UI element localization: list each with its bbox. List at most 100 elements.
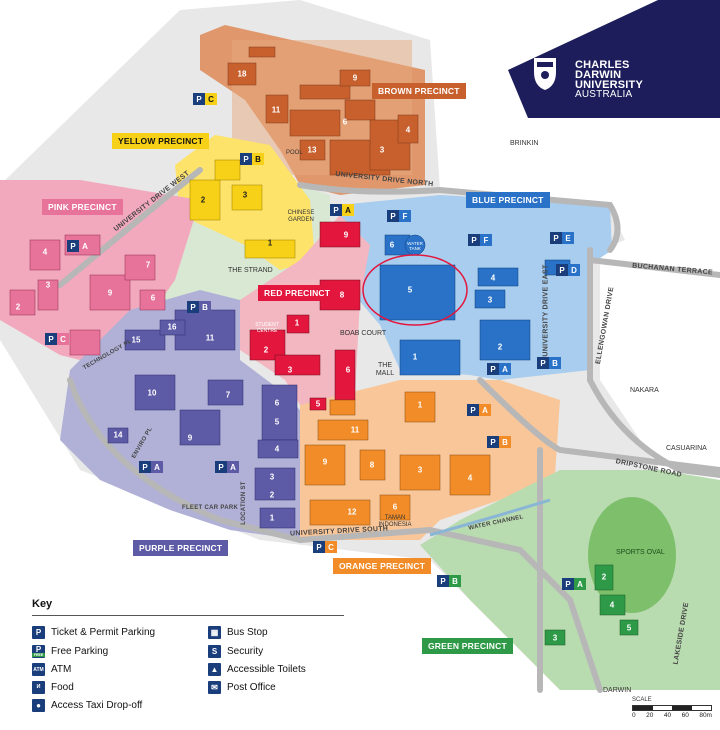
parking-icon: P [67, 240, 79, 252]
parking-icon: P [330, 204, 342, 216]
building-number: 8 [339, 290, 345, 300]
building-number: 8 [369, 460, 375, 470]
red-precinct-label: RED PRECINCT [258, 285, 337, 301]
building-number: 9 [343, 230, 349, 240]
building-number: 6 [389, 240, 395, 250]
parking-icon: P [487, 436, 499, 448]
zone-b-tag-orange: B [499, 436, 511, 448]
zone-b-tag: B [252, 153, 264, 165]
scale-bar: SCALE 0 20 40 60 80m [632, 697, 712, 719]
scale-tick: 40 [663, 712, 672, 719]
building-number: 1 [269, 513, 275, 523]
building-number: 3 [487, 295, 493, 305]
key-item-ticket-parking: P Ticket & Permit Parking [32, 626, 155, 639]
pink-precinct-zone [0, 180, 200, 365]
key-label: Accessible Toilets [227, 664, 306, 675]
building-number: 3 [417, 465, 423, 475]
zone-a-tag-purple-2: A [227, 461, 239, 473]
zone-a-tag-pink: A [79, 240, 91, 252]
building-number: 9 [352, 73, 358, 83]
zone-a-tag: A [342, 204, 354, 216]
orange-buildings [304, 391, 491, 526]
building-number: 3 [287, 365, 293, 375]
building-number: 7 [225, 390, 231, 400]
building-number: 1 [412, 352, 418, 362]
building-number: 9 [187, 433, 193, 443]
building-number: 3 [45, 280, 51, 290]
building-number: 2 [269, 490, 275, 500]
building-number: 1 [294, 318, 300, 328]
cdu-logo: CHARLES DARWIN UNIVERSITY AUSTRALIA [508, 0, 720, 118]
parking-icon: P [467, 404, 479, 416]
building-number: 11 [271, 105, 281, 115]
bus-icon: ▦ [208, 626, 221, 639]
key-divider [32, 615, 344, 616]
key-label: Security [227, 646, 264, 657]
building-number: 6 [150, 293, 156, 303]
building-number: 3 [552, 633, 558, 643]
building-number: 16 [167, 322, 177, 332]
parking-icon: P [32, 626, 45, 639]
place-brinkin: BRINKIN [510, 140, 539, 147]
key-label: Bus Stop [227, 627, 268, 638]
scale-title: SCALE [632, 697, 652, 703]
roads [57, 167, 720, 693]
parking-icon: P [437, 575, 449, 587]
place-darwin: DARWIN [603, 687, 632, 694]
zone-b-tag-blue: B [549, 357, 561, 369]
brown-buildings [227, 46, 419, 176]
scale-tick: 60 [681, 712, 689, 719]
scale-graphic [632, 705, 712, 711]
building-number: 5 [407, 285, 413, 295]
place-nakara: NAKARA [630, 387, 659, 394]
zone-f-tag: F [399, 210, 411, 222]
building-number: 2 [263, 345, 269, 355]
logo-line3: UNIVERSITY [575, 79, 644, 91]
building-number: 6 [345, 365, 351, 375]
place-sports-oval: SPORTS OVAL [616, 549, 665, 556]
parking-icon: P [468, 234, 480, 246]
parking-icon: P [550, 232, 562, 244]
zone-a-tag-green: A [574, 578, 586, 590]
key-item-post-office: ✉ Post Office [208, 681, 276, 694]
key-label: Food [51, 682, 74, 693]
zone-a-tag-purple: A [151, 461, 163, 473]
road-location-st: LOCATION ST [240, 481, 247, 525]
purple-precinct-label: PURPLE PRECINCT [133, 540, 229, 556]
building-number: 18 [237, 69, 247, 79]
parking-icon: P [193, 93, 205, 105]
green-precinct-label: GREEN PRECINCT [422, 638, 513, 654]
parking-icon: P [537, 357, 549, 369]
place-boab-court: BOAB COURT [340, 330, 387, 337]
brown-precinct-label: BROWN PRECINCT [372, 83, 466, 99]
zone-c-tag: C [205, 93, 217, 105]
building-number: 15 [131, 335, 141, 345]
place-the-mall: THE MALL [375, 362, 395, 377]
building-number: 5 [315, 399, 321, 409]
key-item-taxi: ● Access Taxi Drop-off [32, 699, 142, 712]
purple-buildings [107, 309, 299, 529]
zone-a-tag-orange: A [479, 404, 491, 416]
blue-buildings [379, 234, 571, 376]
building-number: 5 [274, 417, 280, 427]
parking-icon: P [215, 461, 227, 473]
zone-e-tag: E [562, 232, 574, 244]
building-number: 2 [15, 302, 21, 312]
building-number: 4 [609, 600, 615, 610]
road-university-drive-east: UNIVERSITY DRIVE EAST [542, 264, 550, 357]
post-icon: ✉ [208, 681, 221, 694]
building-number: 4 [42, 247, 48, 257]
green-buildings [544, 564, 639, 646]
parking-icon: P [187, 301, 199, 313]
key-title: Key [32, 598, 53, 610]
building-number: 9 [107, 288, 113, 298]
building-number: 2 [200, 195, 206, 205]
scale-tick: 20 [646, 712, 654, 719]
parking-icon: P [240, 153, 252, 165]
parking-icon: P [562, 578, 574, 590]
building-number: 3 [242, 190, 248, 200]
orange-precinct-label: ORANGE PRECINCT [333, 558, 432, 574]
key-label: Ticket & Permit Parking [51, 627, 156, 638]
